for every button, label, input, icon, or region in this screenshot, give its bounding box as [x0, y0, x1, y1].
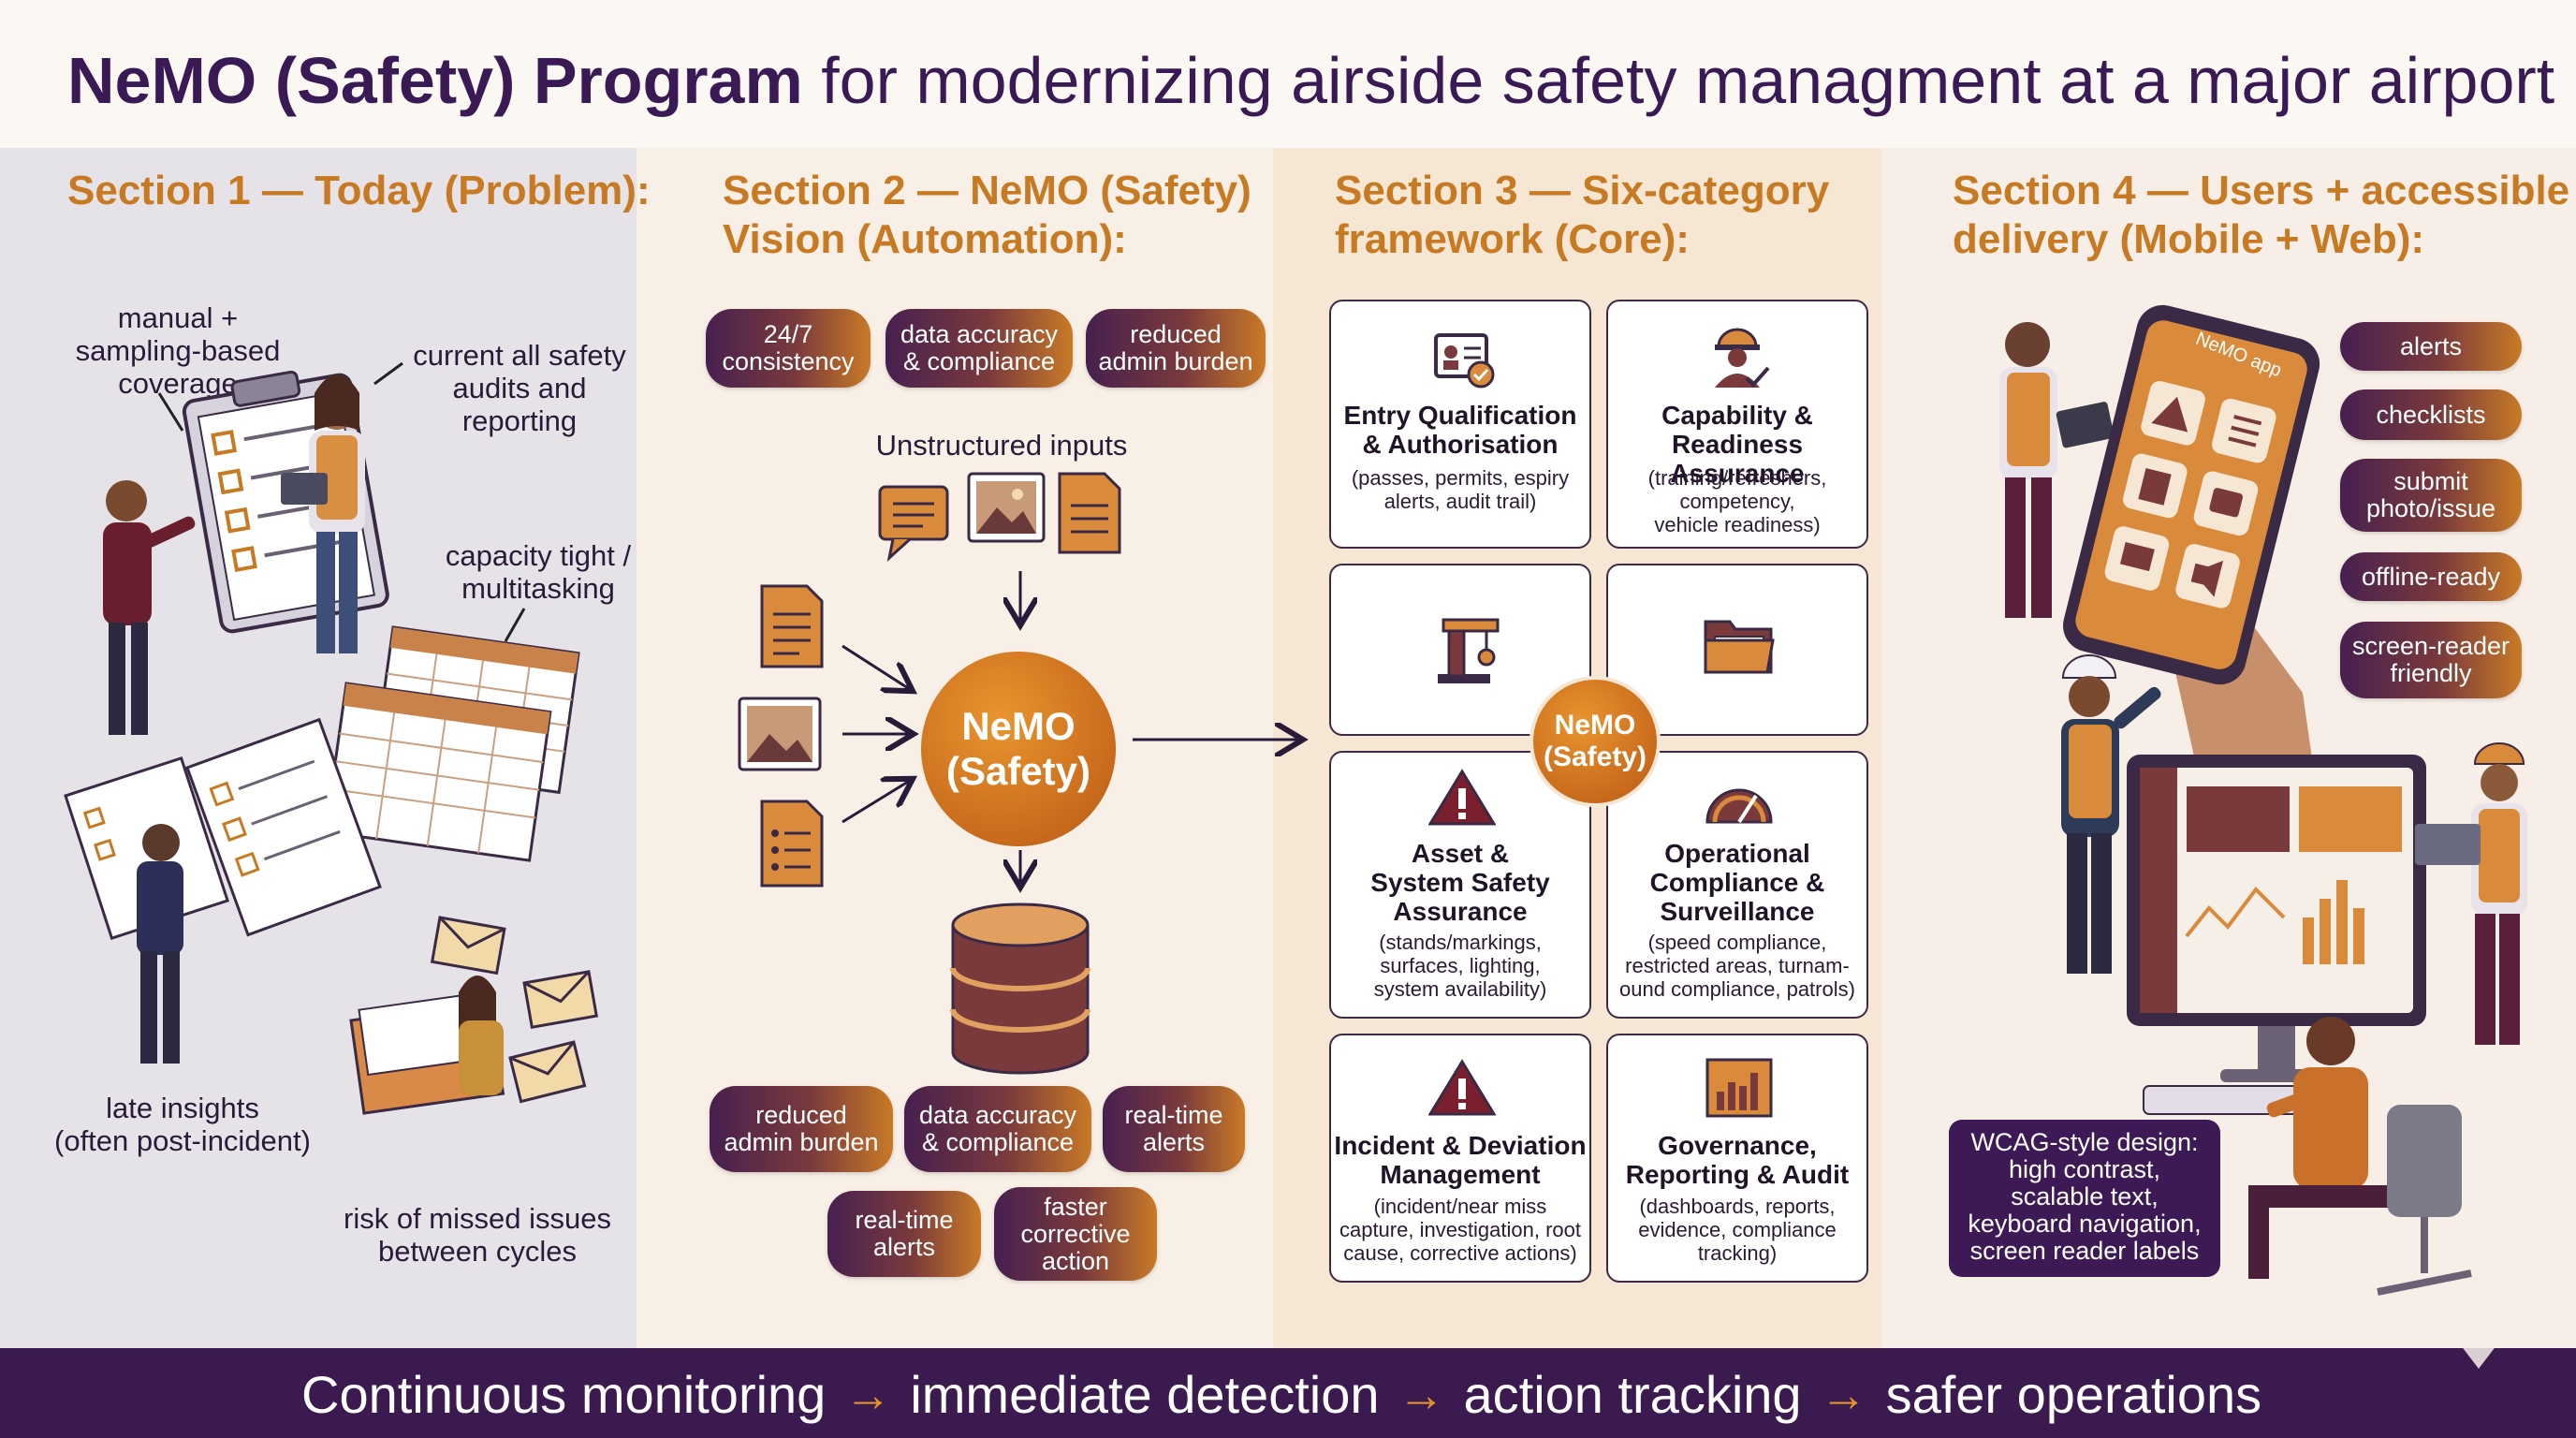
page-title: NeMO (Safety) Program for modernizing ai… — [67, 41, 2554, 120]
desktop-monitor-icon — [2127, 755, 2426, 1115]
inspector-woman-figure — [281, 374, 365, 653]
step-immediate-detection: immediate detection — [910, 1365, 1380, 1424]
paper-pile-icon — [64, 717, 382, 941]
step-continuous-monitoring: Continuous monitoring — [301, 1365, 827, 1424]
unstructured-inputs-label: Unstructured inputs — [875, 429, 1128, 462]
pill-data-accuracy-top: data accuracy& compliance — [886, 309, 1073, 388]
corner-logo-icon — [2454, 1337, 2503, 1369]
worker-with-mail-figure — [459, 976, 504, 1095]
warning-icon — [1428, 769, 1496, 826]
crane-icon — [1438, 618, 1500, 683]
bar-chart-icon — [1705, 1058, 1773, 1118]
process-steps: Continuous monitoring → immediate detect… — [301, 1365, 2261, 1425]
bottom-banner — [0, 1348, 2576, 1438]
spreadsheet-stack-icon — [324, 625, 580, 862]
title-bar — [0, 0, 2576, 150]
section-4-illustration — [1999, 304, 2527, 1296]
step-action-tracking: action tracking — [1463, 1365, 1802, 1424]
pill-data-accuracy-bottom: data accuracy& compliance — [904, 1086, 1091, 1172]
seated-worker-figure — [2248, 1017, 2472, 1296]
warning-icon — [1428, 1059, 1496, 1116]
worker-with-hardhat-figure — [2061, 654, 2161, 974]
pill-offline-ready: offline-ready — [2340, 552, 2522, 601]
worker-with-tablet-figure — [1999, 322, 2115, 618]
image-icon — [967, 472, 1046, 543]
database-icon — [950, 902, 1090, 1075]
nemo-framework-circle: NeMO(Safety) — [1530, 676, 1661, 807]
document-icon — [760, 584, 824, 668]
section-2-heading: Section 2 — NeMO (Safety)Vision (Automat… — [723, 168, 1251, 262]
section-2-flow-diagram — [738, 472, 1310, 1075]
title-rest: for modernizing airside safety managment… — [821, 44, 2555, 117]
speedometer-icon — [1705, 788, 1773, 824]
section-1-illustration — [64, 361, 599, 1115]
document-icon — [1058, 472, 1121, 554]
arrow-right-icon: → — [844, 1369, 892, 1421]
chat-bubble-icon — [878, 485, 949, 563]
arrow-right-icon: → — [1820, 1369, 1867, 1421]
worker-with-laptop-figure — [2415, 742, 2527, 1045]
id-badge-icon — [1434, 333, 1495, 389]
inspector-man-figure — [103, 480, 196, 735]
list-document-icon — [760, 800, 824, 888]
envelope-icon — [349, 916, 599, 1115]
card-governance-reporting: Governance,Reporting & Audit (dashboards… — [1606, 1034, 1868, 1283]
worker-with-papers-figure — [137, 824, 183, 1064]
pill-checklists: checklists — [2340, 389, 2522, 440]
nemo-center-circle: NeMO(Safety) — [921, 652, 1116, 846]
card-entry-qualification: Entry Qualification& Authorisation (pass… — [1329, 300, 1591, 549]
label-capacity-tight: capacity tight /multitasking — [445, 539, 632, 605]
title-bold: NeMO (Safety) Program — [67, 44, 803, 117]
wcag-design-box: WCAG-style design: high contrast, scalab… — [1949, 1120, 2220, 1277]
pill-alerts: alerts — [2340, 322, 2522, 371]
card-capability-readiness: Capability &Readiness Assurance (trainin… — [1606, 300, 1868, 549]
folder-icon — [1704, 620, 1775, 674]
section-1-heading: Section 1 — Today (Problem): — [67, 168, 651, 213]
smartphone-icon — [2063, 304, 2321, 824]
arrow-right-icon: → — [1398, 1369, 1445, 1421]
step-safer-operations: safer operations — [1885, 1365, 2262, 1424]
label-late-insights: late insights(often post-incident) — [54, 1092, 311, 1157]
image-icon — [738, 697, 822, 771]
worker-check-icon — [1715, 328, 1770, 388]
